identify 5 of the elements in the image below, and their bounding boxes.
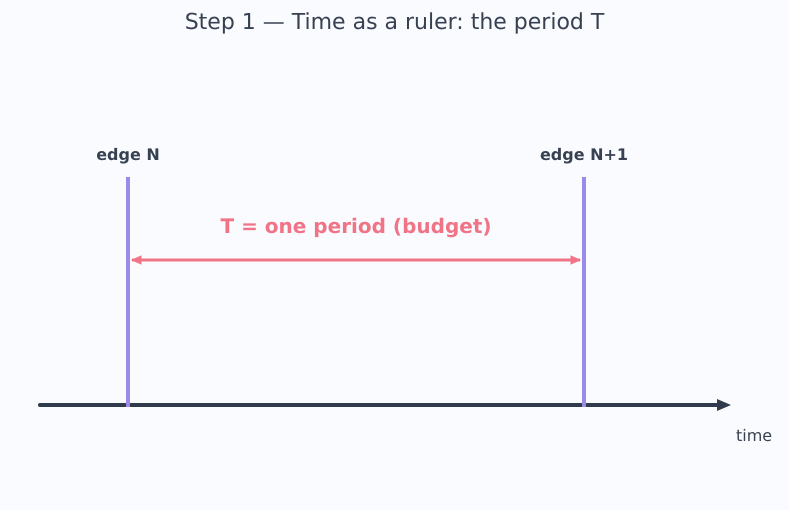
title: Step 1 — Time as a ruler: the period T	[184, 10, 606, 35]
clock-edge-heading: edge N+1	[538, 145, 630, 164]
clock-edge-heading: edge N	[95, 145, 161, 164]
double-arrow	[130, 255, 582, 265]
axis-label: time	[736, 426, 772, 445]
